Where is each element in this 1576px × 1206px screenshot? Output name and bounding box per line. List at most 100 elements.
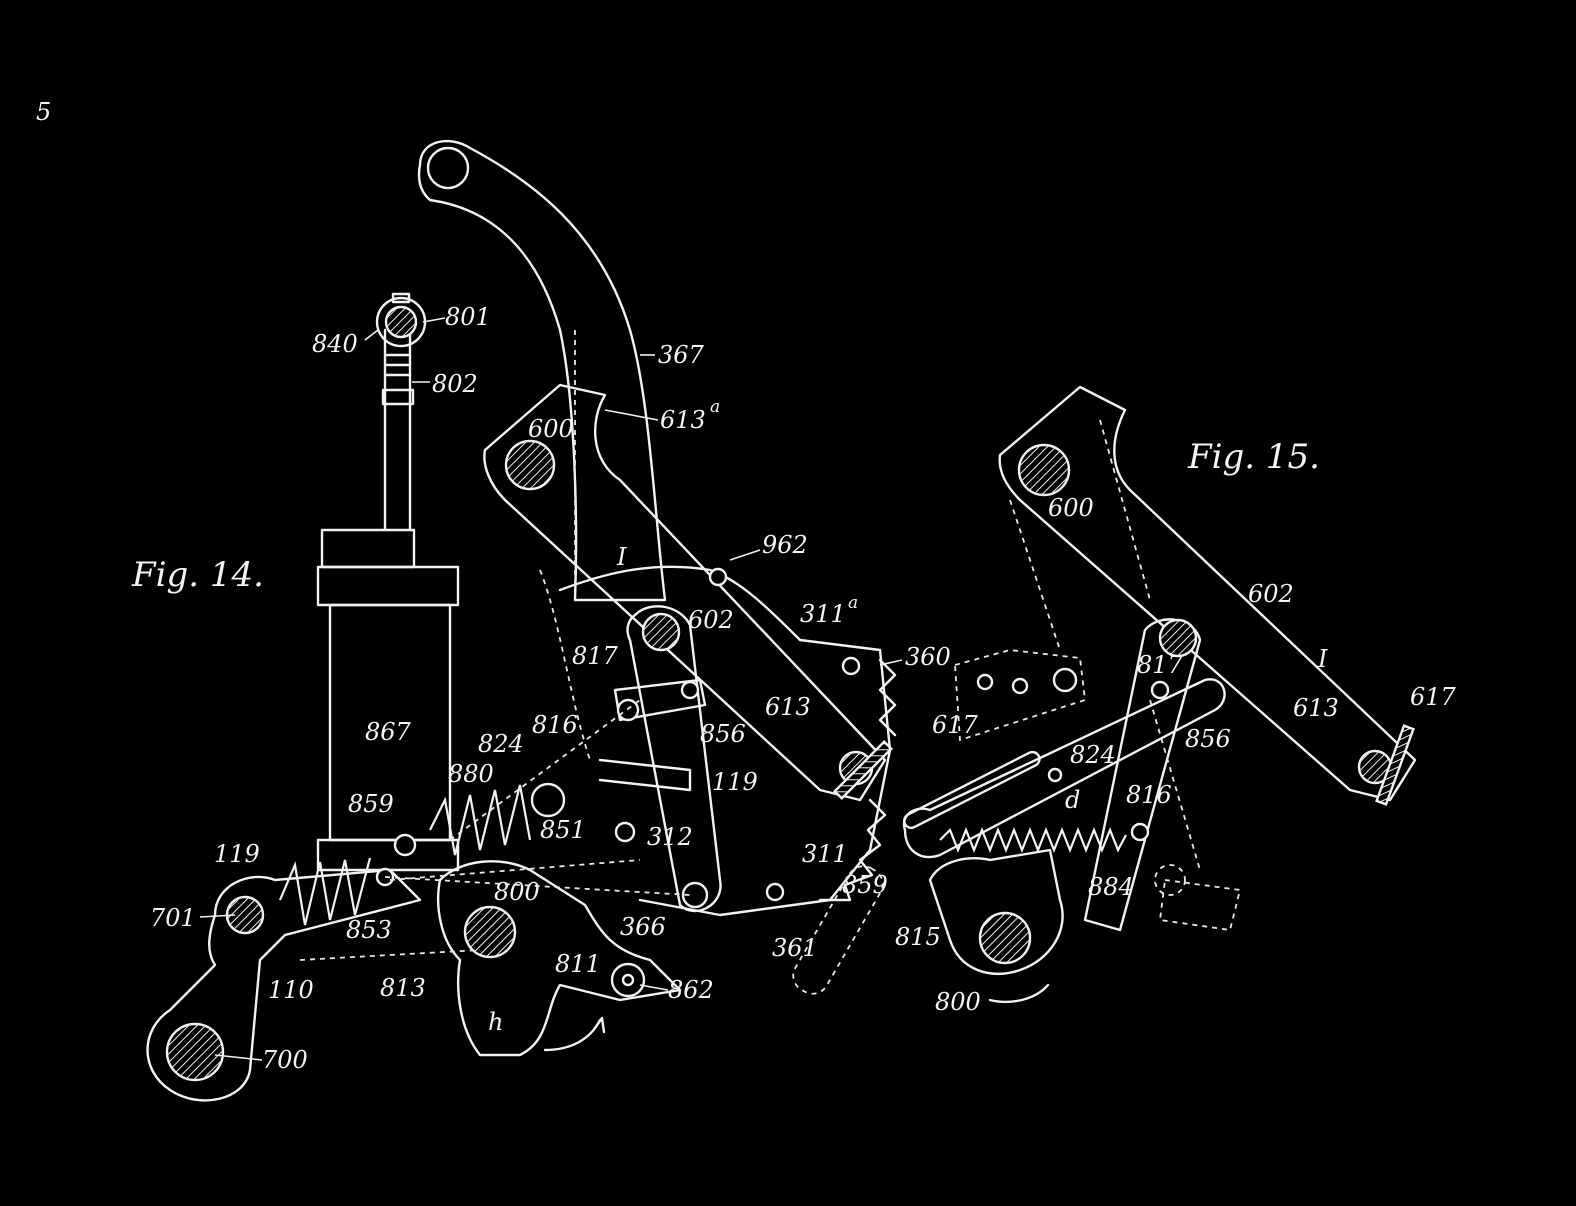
- label-119a: 119: [712, 768, 758, 796]
- label-802: 802: [432, 370, 478, 398]
- teeth-360: [878, 658, 897, 737]
- hole-962: [708, 567, 728, 587]
- shaft-800: [463, 905, 517, 959]
- label-862: 862: [668, 976, 714, 1004]
- pawl-617-fig15: [1375, 724, 1415, 806]
- pivot-602-fig15: [1158, 618, 1198, 658]
- label-1: I: [616, 543, 627, 571]
- pin-862-ring: [610, 962, 646, 998]
- label-602: 602: [688, 606, 734, 634]
- label-312: 312: [647, 823, 693, 851]
- label-602-fig15: 602: [1248, 580, 1294, 608]
- label-600: 600: [528, 415, 574, 443]
- leader-701: [199, 914, 236, 918]
- label-700: 700: [262, 1046, 308, 1074]
- pivot-hole-top: [426, 146, 470, 190]
- lever-613: [483, 383, 887, 802]
- label-366: 366: [620, 913, 666, 941]
- pin-862: [621, 973, 635, 987]
- lever-613-fig15: [998, 385, 1417, 802]
- shaft-600: [504, 439, 556, 491]
- dashed-813: [299, 949, 481, 961]
- leader-801: [422, 317, 446, 323]
- label-119b: 119: [214, 840, 260, 868]
- slot-dashed-fig15: [792, 865, 884, 995]
- label-613a: 613: [660, 406, 706, 434]
- label-367: 367: [658, 341, 705, 369]
- label-817: 817: [572, 642, 619, 670]
- label-811: 811: [555, 950, 601, 978]
- hole-c-fig15: [1052, 667, 1078, 693]
- label-813: 813: [380, 974, 426, 1002]
- figure-15-title: Fig. 15.: [1187, 437, 1320, 477]
- label-360: 360: [905, 643, 951, 671]
- label-856: 856: [700, 720, 746, 748]
- label-617: 617: [932, 711, 979, 739]
- label-884-fig15: 884: [1088, 873, 1134, 901]
- label-840: 840: [312, 330, 358, 358]
- label-613: 613: [765, 693, 811, 721]
- label-800: 800: [494, 878, 540, 906]
- label-311: 311: [802, 840, 848, 868]
- arrow-rotation-14: [543, 1018, 602, 1052]
- label-613-fig15: 613: [1293, 694, 1339, 722]
- lever-110: [146, 868, 422, 1102]
- leader-613a: [604, 409, 659, 421]
- pin-817-fig15: [1150, 680, 1170, 700]
- label-d-fig15: d: [1065, 786, 1080, 814]
- dashed-853b: [389, 859, 641, 881]
- label-816-fig15: 816: [1126, 781, 1172, 809]
- pawl-617: [833, 740, 893, 800]
- pin-312: [614, 821, 636, 843]
- shaft-801: [384, 305, 418, 339]
- label-824: 824: [478, 730, 524, 758]
- label-600-fig15: 600: [1048, 494, 1094, 522]
- arrow-head-14: [593, 1016, 606, 1034]
- leader-700: [214, 1054, 263, 1061]
- spring-119: [278, 857, 372, 926]
- pin-851: [530, 782, 566, 818]
- leader-862: [639, 984, 669, 991]
- link-602: [626, 605, 722, 912]
- label-311a: 311: [800, 600, 846, 628]
- slot-119: [598, 758, 692, 792]
- arm-367: [417, 139, 667, 602]
- hole-360: [841, 656, 861, 676]
- dashed-817: [539, 569, 591, 761]
- spring-fig15: [939, 827, 1127, 853]
- pin-859: [393, 833, 417, 857]
- label-613a-sup: a: [710, 397, 720, 417]
- slot-824: [903, 750, 1041, 830]
- pin-816: [1130, 822, 1150, 842]
- spring-859: [429, 784, 532, 856]
- pin-361: [765, 882, 785, 902]
- label-800-fig15: 800: [935, 988, 981, 1016]
- label-853: 853: [346, 916, 392, 944]
- label-817-fig15: 817: [1137, 651, 1184, 679]
- label-801: 801: [445, 303, 491, 331]
- label-824-fig15: 824: [1070, 741, 1116, 769]
- pivot-602: [641, 612, 681, 652]
- pin-824: [1047, 767, 1063, 783]
- dashed-600-fig15: [1009, 499, 1061, 651]
- dashed-884-fig15: [1158, 878, 1242, 932]
- pin-856b: [616, 698, 640, 722]
- label-867: 867: [365, 718, 412, 746]
- label-1-fig15: I: [1317, 645, 1328, 673]
- shaft-600-fig15: [1017, 443, 1071, 497]
- label-880: 880: [448, 760, 494, 788]
- dashed-613-fig15: [1099, 419, 1151, 601]
- leader-840: [364, 329, 379, 341]
- label-851: 851: [540, 816, 586, 844]
- dashed-853: [384, 876, 691, 896]
- pin-856: [680, 680, 700, 700]
- leader-962: [729, 549, 761, 561]
- label-816: 816: [532, 711, 578, 739]
- cam-h: [437, 860, 682, 1057]
- figure-14: Fig. 14. 801 840 802 367 613 a 600 962 I…: [131, 139, 979, 1102]
- leader-360: [879, 659, 903, 666]
- plate-dashed-fig15: [954, 649, 1086, 742]
- label-815-fig15: 815: [895, 923, 941, 951]
